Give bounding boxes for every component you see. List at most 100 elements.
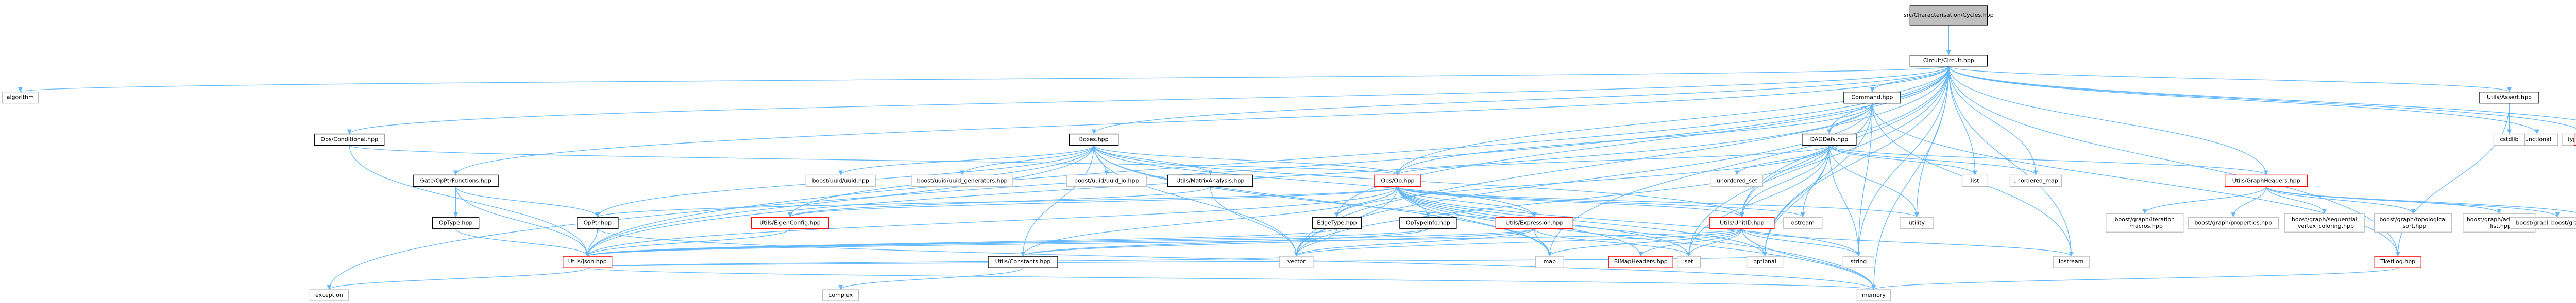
edge-boxes-to-memory	[1093, 145, 1876, 290]
node-uuid[interactable]: boost/uuid/uuid.hpp	[805, 174, 876, 187]
node-graphviz[interactable]: boost/graph/graphviz.hpp	[2547, 217, 2576, 229]
dependency-edges	[19, 25, 2576, 290]
node-tketlog[interactable]: TketLog.hpp	[2374, 256, 2421, 268]
node-label: utility	[1909, 219, 1925, 226]
edge-boxes-to-expression	[1093, 145, 1537, 218]
node-bimap[interactable]: BiMapHeaders.hpp	[1608, 256, 1673, 268]
node-type_traits[interactable]: type_traits	[2562, 133, 2576, 146]
node-vector[interactable]: vector	[1279, 256, 1314, 268]
node-iteration[interactable]: boost/graph/iteration_macros.hpp	[2106, 213, 2184, 233]
node-opptr[interactable]: OpPtr.hpp	[577, 217, 619, 229]
edge-edgetype-to-json	[585, 228, 1337, 257]
edge-graphheaders-to-graphviz	[2266, 186, 2576, 213]
node-set[interactable]: set	[1676, 256, 1701, 268]
node-box	[2573, 133, 2576, 146]
node-list[interactable]: list	[1961, 174, 1989, 187]
edge-opsop-to-eigenconfig	[788, 186, 1398, 218]
node-dagdefs[interactable]: DAGDefs.hpp	[1802, 133, 1857, 146]
node-propmap[interactable]: boost/graph/properties.hpp	[2188, 217, 2279, 229]
node-label: unordered_map	[2013, 177, 2058, 184]
node-label: boost/uuid/uuid_generators.hpp	[917, 177, 1008, 184]
node-box	[2374, 213, 2452, 233]
edge-circuit-to-graphheaders	[1948, 66, 2269, 175]
node-box	[2009, 174, 2062, 187]
node-label: Utils/Assert.hpp	[2487, 94, 2532, 101]
node-box	[1783, 217, 1823, 229]
node-gatefns[interactable]: Gate/OpPtrFunctions.hpp	[413, 174, 499, 187]
edge-command-to-opsop	[1395, 103, 1873, 175]
node-expression[interactable]: Utils/Expression.hpp	[1495, 217, 1573, 229]
node-functional[interactable]: functional	[2516, 133, 2558, 146]
node-algorithm[interactable]: algorithm	[2, 92, 39, 104]
node-boxes[interactable]: Boxes.hpp	[1069, 133, 1119, 146]
node-label: iostream	[2059, 258, 2083, 265]
node-circuit[interactable]: Circuit/Circuit.hpp	[1909, 55, 1988, 67]
node-box	[911, 174, 1013, 187]
node-root[interactable]: src/Characterisation/Cycles.hpp	[1904, 5, 1994, 26]
node-box	[1312, 217, 1362, 229]
edge-circuit-to-utility	[1914, 66, 1949, 218]
node-graphheaders[interactable]: Utils/GraphHeaders.hpp	[2224, 174, 2308, 187]
node-json[interactable]: Utils/Json.hpp	[563, 256, 613, 268]
node-eigenconfig[interactable]: Utils/EigenConfig.hpp	[751, 217, 829, 229]
node-topsort[interactable]: boost/graph/topological_sort.hpp	[2374, 213, 2452, 233]
node-exception[interactable]: exception	[309, 289, 349, 301]
node-matrixanalysis[interactable]: Utils/MatrixAnalysis.hpp	[1167, 174, 1253, 187]
node-complex[interactable]: complex	[822, 289, 859, 301]
node-cstdlib[interactable]: cstdlib	[2493, 133, 2526, 146]
node-opconditional[interactable]: Ops/Conditional.hpp	[314, 133, 385, 146]
node-label: vector	[1287, 258, 1306, 265]
edge-circuit-to-set	[1686, 66, 1949, 257]
node-edgetype[interactable]: EdgeType.hpp	[1312, 217, 1362, 229]
node-uuidgen[interactable]: boost/uuid/uuid_generators.hpp	[911, 174, 1013, 187]
node-opsop[interactable]: Ops/Op.hpp	[1374, 174, 1421, 187]
edge-circuit-to-tketlog	[1948, 66, 2400, 257]
node-unitid[interactable]: Utils/UnitID.hpp	[1709, 217, 1775, 229]
node-label: list	[1971, 177, 1979, 184]
node-label: map	[1544, 258, 1556, 265]
node-seqcolor[interactable]: boost/graph/sequential_vertex_coloring.h…	[2284, 213, 2365, 233]
node-seqcontainers[interactable]: Utils/SequencedContainers.hpp	[2573, 133, 2576, 146]
edge-opsop-to-map	[1397, 186, 1552, 257]
edge-opsop-to-string	[1397, 186, 1861, 257]
node-memory[interactable]: memory	[1856, 289, 1891, 301]
node-map[interactable]: map	[1535, 256, 1564, 268]
node-unordered_map[interactable]: unordered_map	[2009, 174, 2062, 187]
node-box	[2, 92, 39, 104]
edge-optypeinfo-to-constants	[1021, 228, 1429, 257]
node-optype[interactable]: OpType.hpp	[432, 217, 480, 229]
edge-circuit-to-seqcontainers	[1948, 66, 2576, 120]
node-box	[2547, 217, 2576, 229]
edge-dagdefs-to-ostream	[1800, 145, 1830, 218]
edge-circuit-to-opsop	[1395, 66, 1949, 175]
header-nodes: src/Characterisation/Cycles.hppCircuit/C…	[2, 5, 2576, 301]
edge-circuit-to-functional	[1948, 66, 2539, 134]
node-label: functional	[2523, 136, 2551, 143]
edge-unitid-to-string	[1741, 228, 1861, 257]
node-unordered_set[interactable]: unordered_set	[1710, 174, 1764, 187]
node-constants[interactable]: Utils/Constants.hpp	[988, 256, 1058, 268]
node-ostream[interactable]: ostream	[1783, 217, 1823, 229]
node-label: Utils/MatrixAnalysis.hpp	[1176, 177, 1244, 184]
edge-tketlog-to-memory	[1871, 267, 2398, 290]
node-box	[1399, 217, 1457, 229]
node-optypeinfo[interactable]: OpTypeInfo.hpp	[1399, 217, 1457, 229]
node-label: boost/graph/properties.hpp	[2194, 219, 2272, 226]
edge-opsop-to-json	[585, 186, 1398, 257]
node-iostream[interactable]: iostream	[2053, 256, 2090, 268]
node-string[interactable]: string	[1842, 256, 1875, 268]
node-box	[2479, 92, 2539, 104]
node-optional[interactable]: optional	[1746, 256, 1784, 268]
node-label: boost/graph/iteration	[2114, 216, 2175, 223]
edge-circuit-to-utilsassert	[1948, 66, 2512, 93]
edge-constants-to-complex	[838, 267, 1024, 290]
node-label: Utils/Constants.hpp	[995, 258, 1051, 265]
node-utilsassert[interactable]: Utils/Assert.hpp	[2479, 92, 2539, 104]
node-label: boost/graph/topological	[2379, 216, 2447, 223]
node-box	[1802, 133, 1857, 146]
node-uuidio[interactable]: boost/uuid/uuid_io.hpp	[1066, 174, 1147, 187]
node-command[interactable]: Command.hpp	[1843, 92, 1901, 104]
node-label: complex	[828, 292, 853, 298]
node-utility[interactable]: utility	[1900, 217, 1934, 229]
